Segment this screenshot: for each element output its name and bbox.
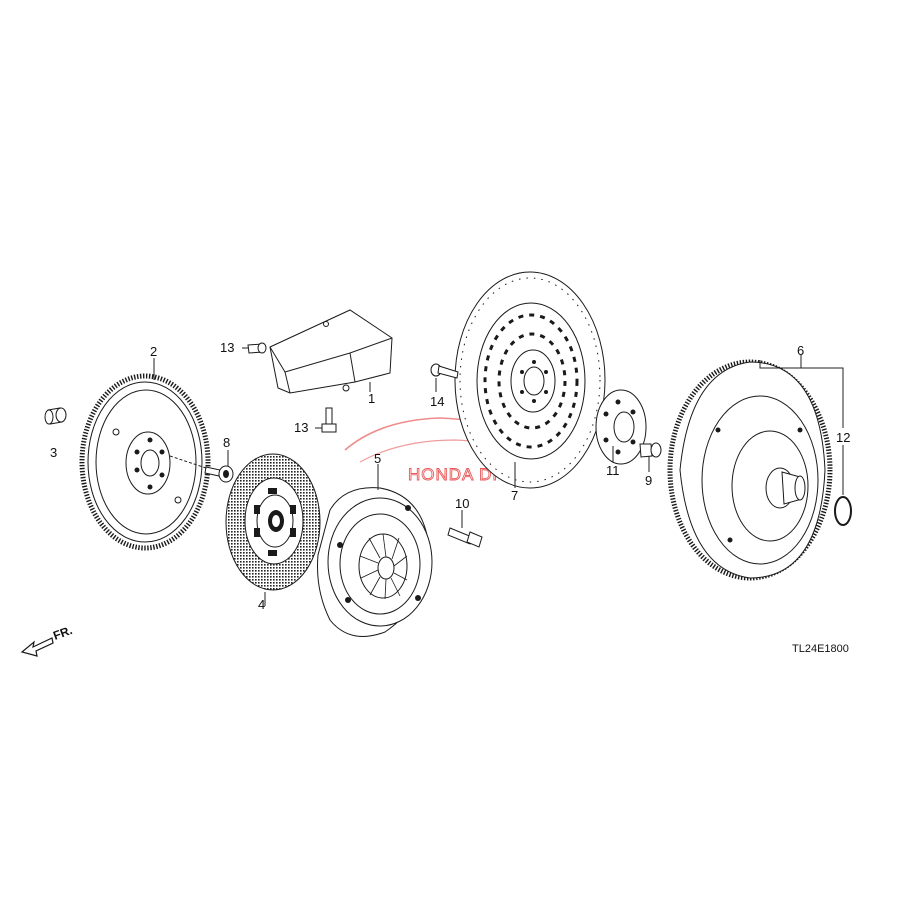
front-label: FR. xyxy=(51,623,74,643)
callout-8: 8 xyxy=(223,435,230,450)
callout-9: 9 xyxy=(645,473,652,488)
callout-11: 11 xyxy=(606,463,620,478)
leader-lines xyxy=(153,347,844,606)
front-direction-arrow: FR. xyxy=(20,623,74,657)
backing-plate xyxy=(595,389,647,465)
pressure-plate-bolt xyxy=(447,527,483,548)
cover-plate xyxy=(269,309,393,394)
callout-13-lower: 13 xyxy=(294,420,308,435)
cover-bolt-upper xyxy=(247,342,267,354)
callout-7: 7 xyxy=(511,488,518,503)
diagram-code: TL24E1800 xyxy=(792,643,849,655)
cover-bolt-lower xyxy=(321,407,337,433)
torque-converter-bolt xyxy=(639,442,662,458)
callout-6: 6 xyxy=(797,343,804,358)
pressure-plate xyxy=(317,487,433,637)
callout-14: 14 xyxy=(430,394,444,409)
callout-5: 5 xyxy=(374,451,381,466)
o-ring xyxy=(834,496,852,526)
clutch-disc xyxy=(225,453,321,591)
flywheel xyxy=(79,373,211,551)
callout-10: 10 xyxy=(455,496,469,511)
callout-12: 12 xyxy=(836,430,850,445)
callout-13-upper: 13 xyxy=(220,340,234,355)
callout-2: 2 xyxy=(150,344,157,359)
callout-1: 1 xyxy=(368,391,375,406)
drive-plate xyxy=(454,271,606,489)
callout-3: 3 xyxy=(50,445,57,460)
drive-plate-bolt xyxy=(430,363,459,379)
flywheel-bolt xyxy=(169,455,234,483)
torque-converter xyxy=(667,359,833,581)
callout-4: 4 xyxy=(258,597,265,612)
pilot-bushing xyxy=(44,407,67,425)
